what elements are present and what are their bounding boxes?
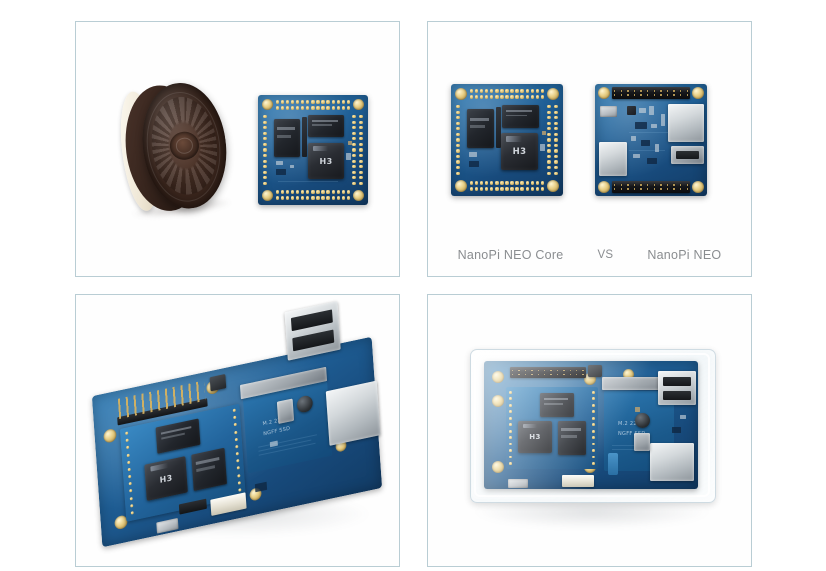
board-nanopi-neo-core-compare: H3 [451,84,563,196]
photo-core-vs-neo: H3 [428,22,751,276]
usb-a-port [658,371,696,405]
micro-usb-port [600,106,617,117]
label-right-board: NanoPi NEO [647,248,722,262]
photo-oreo-vs-board: H3 [76,22,399,276]
regulator [276,398,295,424]
panel-size-comparison-oreo[interactable]: H3 [75,21,400,277]
regulator [634,433,650,451]
soc-label: H3 [319,156,333,166]
silkscreen-m2-line2: NGFF SSD [263,425,291,438]
pad-rail-right-2 [352,115,356,185]
usb-a-port [671,146,704,164]
mounting-hole [262,99,273,110]
mounting-hole [262,190,273,201]
emmc-chip [308,115,344,137]
pad-rail-bottom [470,187,544,191]
panel-carrier-board-angled[interactable]: H3 [75,294,400,567]
soc-label: H3 [159,472,173,485]
micro-usb-port [508,479,528,488]
jst-connector [562,475,594,487]
panel-carrier-board-acrylic-case[interactable]: H3 M.2 2242 NGFF SSD [427,294,752,567]
ethernet-rj45-jack [325,380,381,446]
neo-core-module: H3 [506,387,598,469]
micro-usb-port [156,517,179,534]
mounting-hole [353,99,364,110]
soc-chip-h3: H3 [308,143,344,179]
reset-button [588,365,602,377]
pad-rail-left [456,105,460,175]
ethernet-rj45-jack [650,443,694,481]
gpio-header [510,367,586,378]
ram-chip [467,109,494,148]
comparison-caption-row: NanoPi NEO Core VS NanoPi NEO [428,248,751,262]
pad-rail-bottom [276,196,350,200]
oreo-cookie [115,78,234,222]
carrier-board-topdown: H3 M.2 2242 NGFF SSD [484,361,698,489]
photo-carrier-board-angled: H3 [76,295,399,566]
pad-rail-left [263,115,267,185]
soc-chip-h3: H3 [501,133,538,170]
pad-rail-top [276,100,350,104]
ethernet-rj45-jack [668,104,704,142]
photo-board-in-case: H3 M.2 2242 NGFF SSD [428,295,751,566]
mounting-hole [353,190,364,201]
gpio-header-bottom [612,181,690,193]
board-nanopi-neo-core: H3 [258,95,368,205]
inductor [635,413,650,428]
gpio-header-top [612,87,690,99]
pad-rail-right-2 [547,105,551,175]
panel-board-comparison[interactable]: H3 [427,21,752,277]
emmc-chip [502,105,539,128]
board-nanopi-neo [595,84,707,196]
pad-rail-right [554,105,558,175]
label-vs: VS [597,249,614,261]
soc-label: H3 [512,146,527,157]
microsd-slot [599,142,627,176]
pad-rail-top-2 [276,106,350,110]
label-left-board: NanoPi NEO Core [457,248,564,262]
pad-rail-bottom-2 [470,181,544,185]
pad-rail-top-2 [470,95,544,99]
pad-rail-bottom-2 [276,190,350,194]
reset-button [209,373,227,392]
ram-chip-left [274,119,300,157]
pad-rail-right [359,115,363,185]
soc-label: H3 [529,433,541,441]
pad-rail-top [470,89,544,93]
